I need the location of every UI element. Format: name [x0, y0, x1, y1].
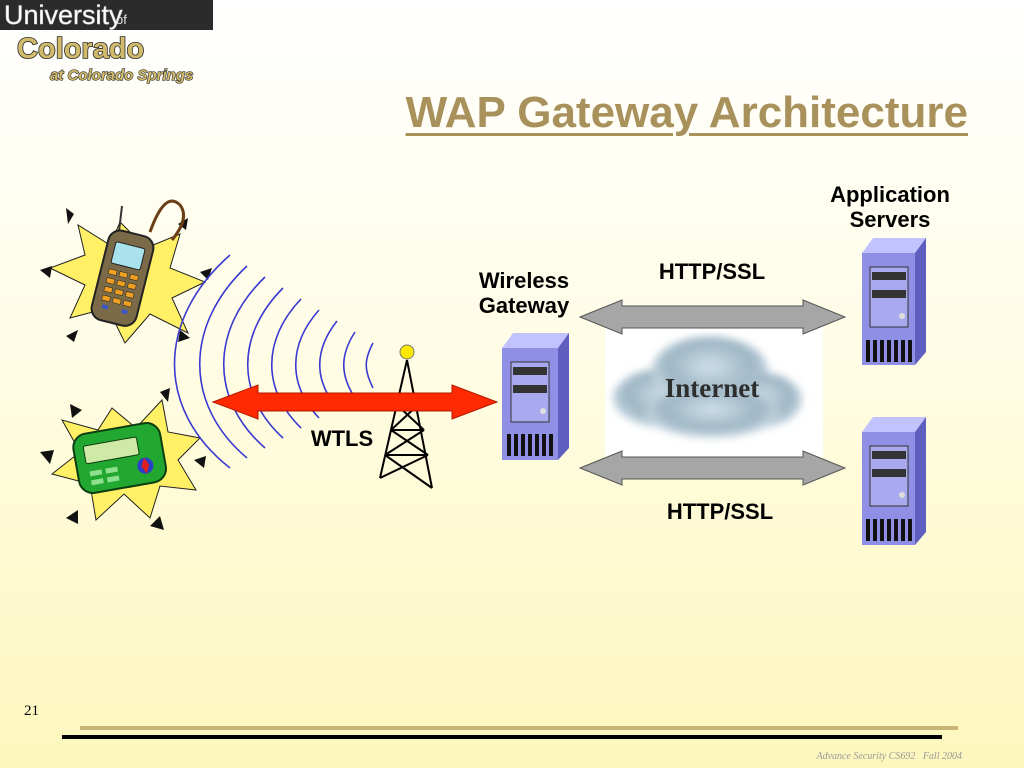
wireless-label-line1: Wireless: [478, 268, 570, 293]
application-label-line1: Application: [830, 182, 950, 207]
application-label-line2: Servers: [849, 207, 931, 232]
university-logo: University of Colorado at Colorado Sprin…: [0, 0, 213, 85]
slide-number: 21: [24, 703, 39, 719]
logo-of: of: [116, 12, 127, 27]
footer-course-text: Advance Security CS692 Fall 2004: [816, 751, 962, 762]
logo-springs: at Colorado Springs: [50, 67, 193, 84]
logo-colorado: Colorado: [17, 33, 144, 65]
wireless-gateway-server-icon: [502, 333, 569, 460]
wireless-gateway-label: Wireless Gateway: [462, 268, 586, 318]
footer-gold-rule: [80, 726, 958, 730]
footer-black-rule: [62, 735, 942, 739]
wtls-label: WTLS: [310, 426, 374, 451]
internet-label: Internet: [665, 373, 759, 403]
logo-university: University: [4, 0, 123, 30]
application-server-icon: [862, 238, 926, 365]
cell-phone-icon: [40, 199, 212, 344]
application-servers-label: Application Servers: [812, 182, 968, 232]
pager-icon: [40, 388, 206, 530]
internet-cloud: Internet: [605, 325, 823, 457]
http-ssl-bottom-label: HTTP/SSL: [666, 499, 774, 524]
wtls-arrow: [211, 384, 499, 420]
http-ssl-top-label: HTTP/SSL: [658, 259, 766, 284]
http-ssl-bottom-arrow: [578, 450, 847, 486]
application-server-icon: [862, 417, 926, 545]
radio-tower-icon: [379, 344, 433, 489]
wireless-label-line2: Gateway: [478, 293, 570, 318]
radio-waves: [173, 254, 374, 469]
http-ssl-top-arrow: [578, 299, 847, 335]
page-title: WAP Gateway Architecture: [405, 88, 968, 137]
